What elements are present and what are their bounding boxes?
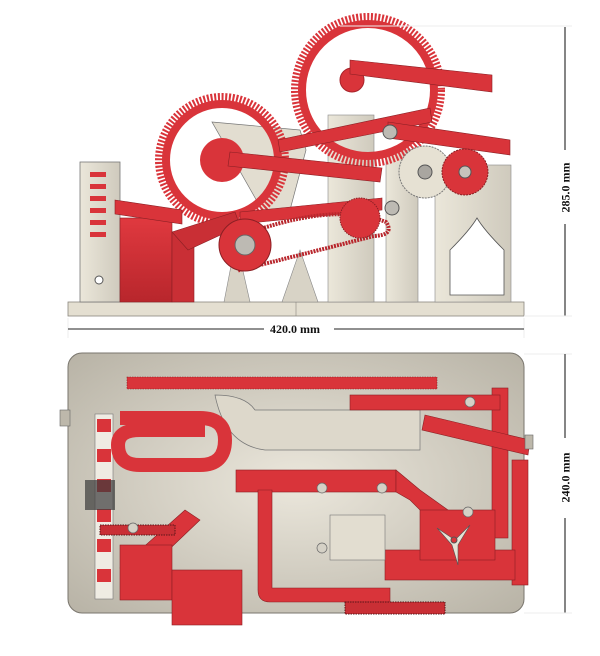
width-dimension-lines [67,318,525,338]
top-view-drawing [59,352,534,626]
depth-dimension-label: 240.0 mm [558,449,574,506]
width-dimension-label: 420.0 mm [270,322,320,337]
top-view [0,340,600,656]
width-dimension [0,318,600,338]
front-view [0,0,600,320]
front-view-drawing [67,13,525,317]
height-dimension-label: 285.0 mm [558,159,574,216]
